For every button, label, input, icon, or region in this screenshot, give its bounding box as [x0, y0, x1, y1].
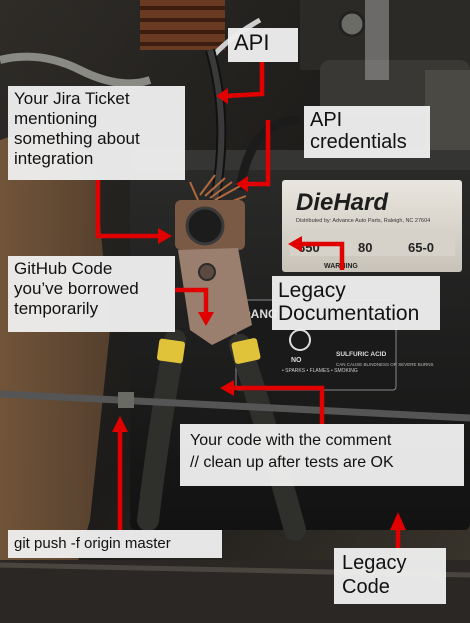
battery-terminal: [175, 200, 245, 250]
arrow-api: [224, 62, 265, 99]
battery-no-sub: • SPARKS • FLAMES • SMOKING: [282, 368, 358, 374]
battery-label-sticker: DieHard Distributed by: Advance Auto Par…: [282, 180, 462, 272]
coil-spring: [140, 0, 225, 50]
battery-distributor: Distributed by: Advance Auto Parts, Rale…: [296, 218, 430, 224]
zip-tie-head: [118, 392, 134, 408]
battery-sulfuric-sub: CAN CAUSE BLINDNESS OR SEVERE BURNS: [336, 362, 434, 367]
label-legacy-code: Legacy Code: [334, 548, 446, 604]
label-legacy-documentation: Legacy Documentation: [272, 276, 440, 330]
battery-stat-2: 80: [358, 240, 372, 255]
label-jira-ticket: Your Jira Ticket mentioning something ab…: [8, 86, 185, 180]
battery-cables: [205, 48, 301, 201]
annotation-arrows: [95, 62, 406, 548]
battery-danger: DANG: [242, 307, 277, 321]
battery-brand: DieHard: [296, 189, 389, 216]
arrow-legacy-doc: [300, 241, 345, 270]
battery-sulfuric: SULFURIC ACID: [336, 351, 387, 358]
battery-no: NO: [291, 357, 302, 364]
label-github-code: GitHub Code you’ve borrowed temporarily: [8, 256, 175, 332]
pliers: [137, 248, 306, 541]
rusty-fender: [0, 120, 110, 623]
arrow-credentials: [246, 120, 271, 187]
label-api: API: [228, 28, 298, 62]
label-git-push: git push -f origin master: [8, 530, 222, 558]
zip-tie: [0, 390, 470, 422]
arrow-github: [175, 287, 209, 314]
label-api-credentials: API credentials: [304, 106, 430, 158]
arrow-jira: [95, 180, 160, 239]
battery-stat-3: 65-0: [408, 240, 434, 255]
label-your-code: Your code with the comment // clean up a…: [180, 424, 464, 486]
arrow-your-code: [232, 385, 325, 424]
